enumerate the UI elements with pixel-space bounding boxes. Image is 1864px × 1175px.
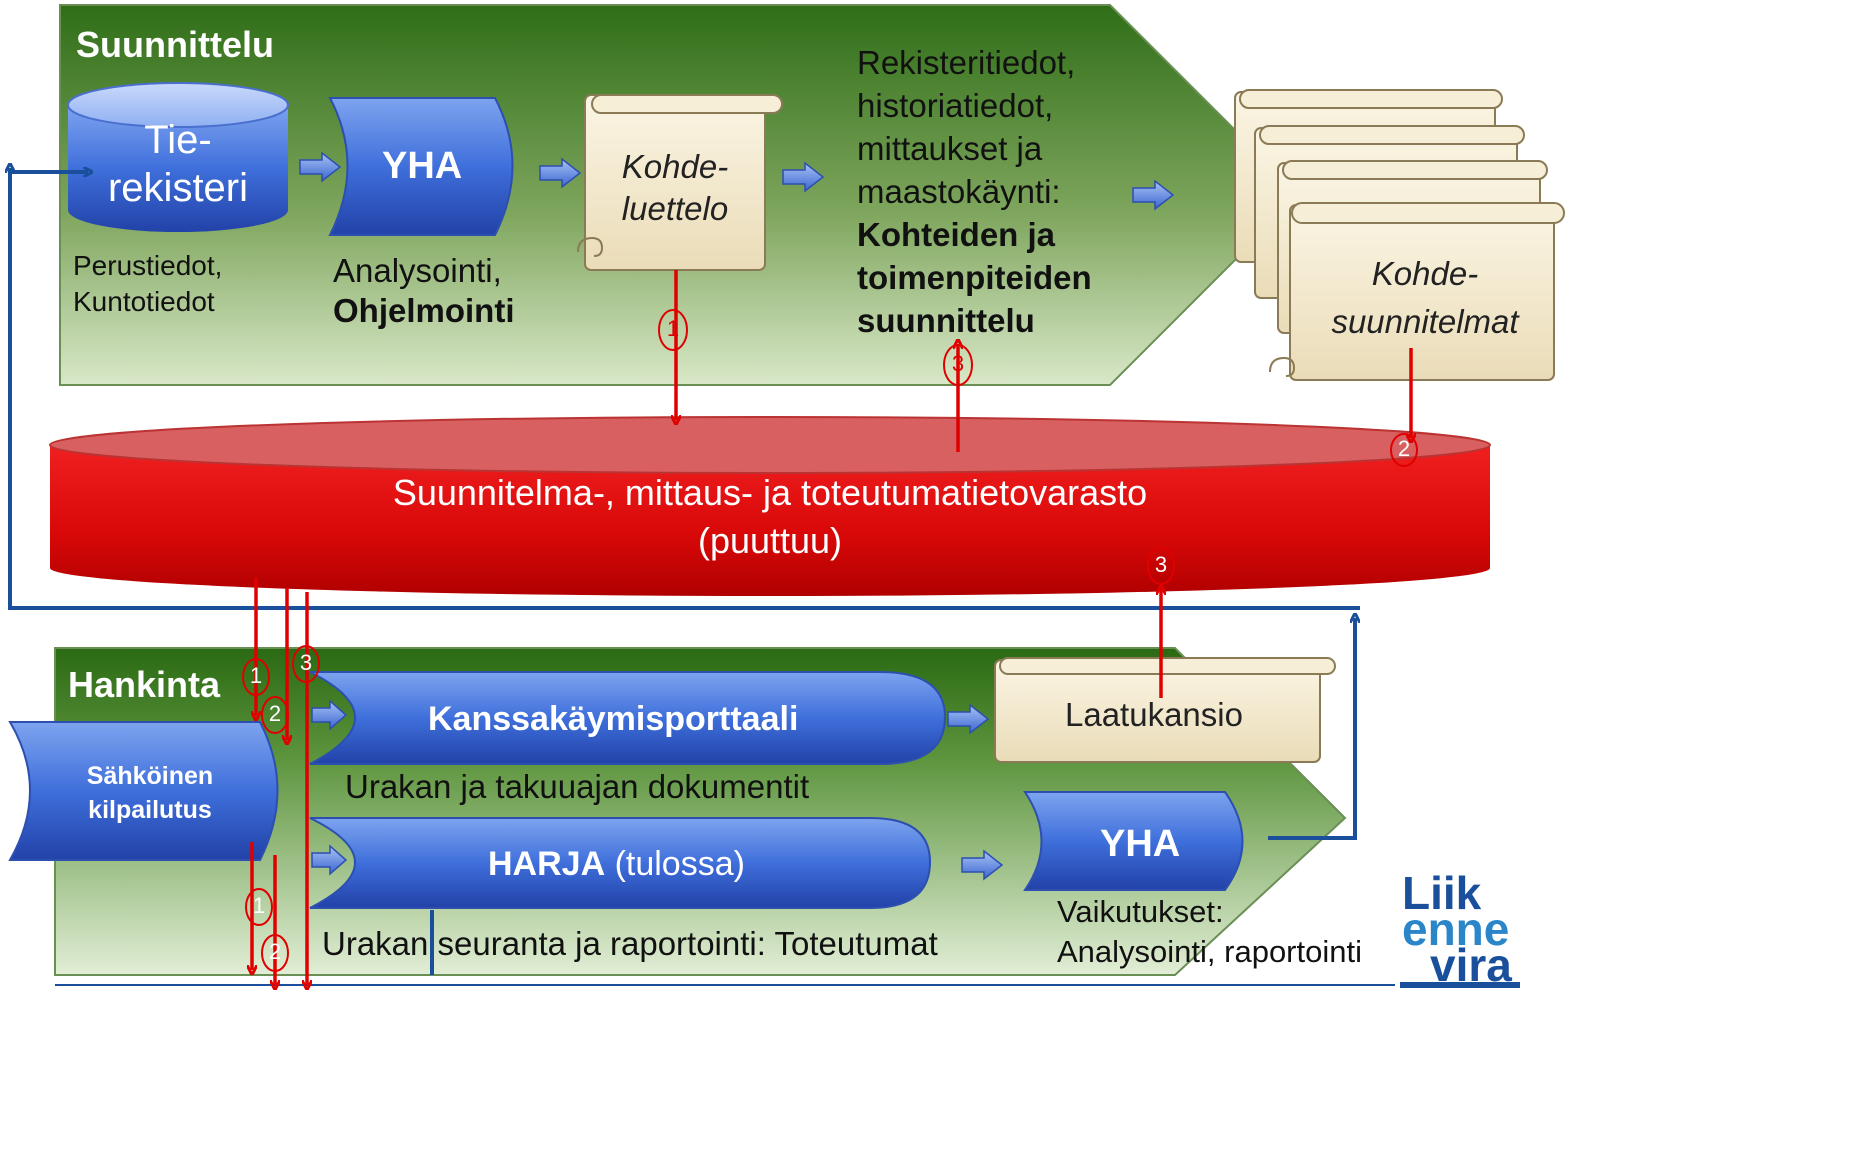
tierekisteri-caption1: Perustiedot,	[73, 250, 223, 281]
suunnittelu-title: Suunnittelu	[76, 24, 274, 65]
tierekisteri-caption2: Kuntotiedot	[73, 286, 215, 317]
kohdesuunnitelmat-line1: Kohde-	[1371, 255, 1479, 292]
hankinta-title: Hankinta	[68, 664, 221, 705]
varasto-line2: (puuttuu)	[697, 520, 843, 561]
tierekisteri-line1: Tie-	[144, 118, 212, 162]
marker-2-bottom: 2	[268, 939, 282, 964]
yha-top-caption2: Ohjelmointi	[333, 292, 515, 329]
marker-2-hankinta: 2	[268, 701, 282, 726]
kilpailutus-shape	[8, 721, 279, 861]
harja-shape	[309, 817, 932, 909]
marker-1-bottom: 1	[252, 893, 266, 918]
kanssakaymisporttaali-label: Kanssakäymisporttaali	[428, 700, 799, 738]
marker-3-top: 3	[951, 351, 965, 376]
yha-top-label: YHA	[382, 145, 463, 187]
info-line1: Rekisteritiedot,	[857, 44, 1076, 81]
laatukansio-scroll	[994, 657, 1336, 763]
yha-bottom-caption2: Analysointi, raportointi	[1057, 934, 1362, 969]
marker-1-top: 1	[666, 316, 680, 341]
yha-top-shape	[328, 97, 514, 236]
kohdeluettelo-line1: Kohde-	[621, 148, 729, 185]
tierekisteri-line2: rekisteri	[107, 166, 249, 210]
yha-top-caption1: Analysointi,	[333, 252, 502, 289]
marker-2-top: 2	[1397, 436, 1411, 461]
logo: Liik enne vira sto	[1400, 872, 1530, 982]
info-bold2: toimenpiteiden	[857, 259, 1092, 296]
kanssakaymisporttaali-shape	[309, 671, 947, 765]
kohdeluettelo-line2: luettelo	[621, 190, 729, 227]
logo-accent	[1400, 982, 1520, 988]
info-line4: maastokäynti:	[857, 173, 1061, 210]
harja-caption: Urakan seuranta ja raportointi: Toteutum…	[322, 925, 938, 962]
harja-label: HARJA (tulossa)	[488, 845, 745, 884]
marker-1-hankinta: 1	[249, 663, 263, 688]
logo-line2: enne	[1402, 903, 1510, 955]
flow-block-arrows	[299, 151, 1175, 881]
harja-label-rest: (tulossa)	[614, 845, 745, 883]
kohdesuunnitelmat-scrolls	[1234, 89, 1565, 381]
varasto-line1: Suunnitelma-, mittaus- ja toteutumatieto…	[392, 472, 1148, 513]
harja-label-bold: HARJA	[488, 845, 606, 883]
kohdeluettelo-scroll	[577, 94, 783, 271]
info-line2: historiatiedot,	[857, 87, 1054, 124]
logo-line4: sto	[1430, 976, 1499, 982]
laatukansio-label: Laatukansio	[1065, 696, 1243, 733]
logo-line3: vira	[1430, 939, 1512, 982]
yha-bottom-caption1: Vaikutukset:	[1057, 894, 1224, 929]
marker-circles	[242, 309, 1418, 972]
logo-line1: Liik	[1402, 872, 1482, 919]
info-line3: mittaukset ja	[857, 130, 1043, 167]
varasto-cylinder	[49, 416, 1491, 596]
yha-bottom-shape	[1023, 791, 1244, 891]
info-bold3: suunnittelu	[857, 302, 1035, 339]
yha-bottom-label: YHA	[1100, 823, 1181, 865]
kanssakaymisporttaali-caption: Urakan ja takuuajan dokumentit	[345, 768, 810, 805]
kilpailutus-line2: kilpailutus	[88, 796, 212, 824]
info-bold1: Kohteiden ja	[857, 216, 1056, 253]
kilpailutus-line1: Sähköinen	[86, 762, 214, 790]
marker-3-mid: 3	[1154, 552, 1168, 577]
kohdesuunnitelmat-line2: suunnitelmat	[1331, 303, 1519, 340]
marker-3-hankinta: 3	[299, 650, 313, 675]
tierekisteri-cylinder	[67, 82, 289, 232]
